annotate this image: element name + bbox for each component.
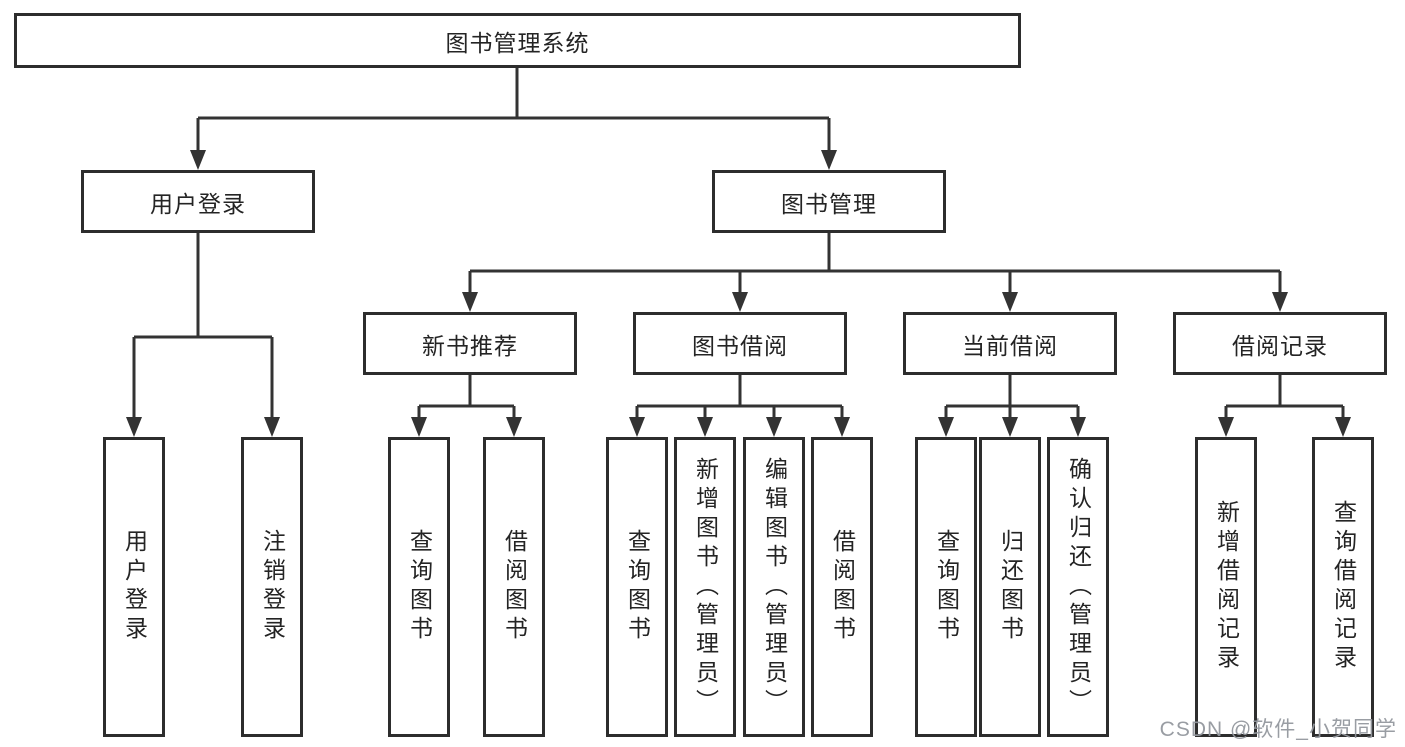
leaf-label: 借阅图书 [501,529,528,645]
node-label: 图书管理 [781,190,877,217]
leaf-label: 借阅图书 [829,529,856,645]
leaf-logout: 注销登录 [241,437,303,737]
leaf-return-books: 归还图书 [979,437,1041,737]
leaf-borrow-books-recommend: 借阅图书 [483,437,545,737]
leaf-borrow-books-borrowing: 借阅图书 [811,437,873,737]
node-label: 用户登录 [150,190,246,217]
leaf-label: 查询图书 [933,529,960,645]
csdn-watermark: CSDN @软件_小贺同学 [1159,718,1397,741]
node-user-login: 用户登录 [81,170,315,233]
leaf-add-books-admin: 新增图书（管理员） [674,437,736,737]
node-book-management: 图书管理 [712,170,946,233]
leaf-label: 用户登录 [121,529,148,645]
leaf-add-borrow-record: 新增借阅记录 [1195,437,1257,737]
leaf-label: 编辑图书（管理员） [761,456,788,718]
node-book-borrowing: 图书借阅 [633,312,847,375]
leaf-label: 注销登录 [259,529,286,645]
leaf-query-books-recommend: 查询图书 [388,437,450,737]
leaf-label: 查询借阅记录 [1330,500,1357,674]
arrowheads [126,150,1351,437]
leaf-label: 新增图书（管理员） [692,456,719,718]
node-new-book-recommendation: 新书推荐 [363,312,577,375]
node-borrowing-records: 借阅记录 [1173,312,1387,375]
node-label: 当前借阅 [962,332,1058,359]
leaf-edit-books-admin: 编辑图书（管理员） [743,437,805,737]
leaf-label: 归还图书 [997,529,1024,645]
leaf-label: 查询图书 [624,529,651,645]
leaf-label: 新增借阅记录 [1213,500,1240,674]
leaf-label: 查询图书 [406,529,433,645]
leaf-label: 确认归还（管理员） [1065,456,1092,718]
node-label: 图书借阅 [692,332,788,359]
leaf-query-borrow-record: 查询借阅记录 [1312,437,1374,737]
leaf-query-books-borrowing: 查询图书 [606,437,668,737]
node-label: 新书推荐 [422,332,518,359]
node-library-management-system: 图书管理系统 [14,13,1021,68]
leaf-confirm-return-admin: 确认归还（管理员） [1047,437,1109,737]
node-label: 图书管理系统 [445,29,590,56]
leaf-user-login: 用户登录 [103,437,165,737]
node-label: 借阅记录 [1232,332,1328,359]
leaf-query-books-current: 查询图书 [915,437,977,737]
node-current-borrowing: 当前借阅 [903,312,1117,375]
